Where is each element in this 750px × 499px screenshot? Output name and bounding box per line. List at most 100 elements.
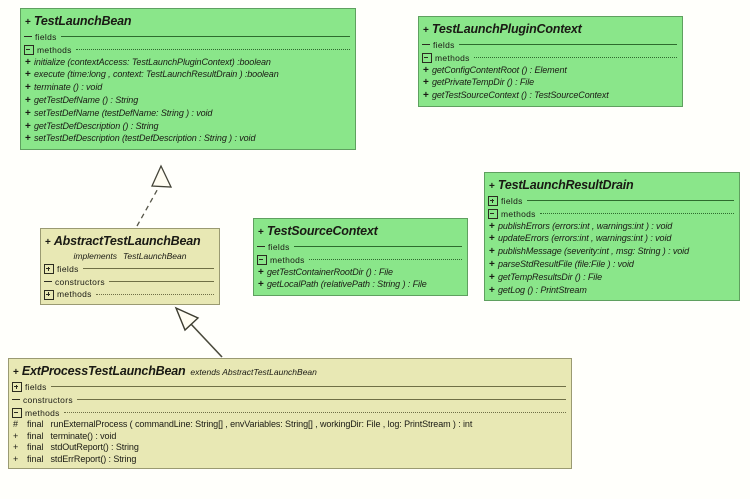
member-row[interactable]: +terminate () : void (21, 82, 355, 95)
section-methods[interactable]: methods (419, 52, 682, 65)
member-row[interactable]: +initialize (contextAccess: TestLaunchPl… (21, 57, 355, 70)
class-visibility: + (258, 227, 264, 238)
collapse-minus-icon[interactable] (24, 45, 34, 56)
section-fields[interactable]: fields (41, 263, 219, 276)
member-row[interactable]: +getTestDefName () : String (21, 95, 355, 108)
section-label-fields: fields (501, 195, 523, 206)
class-header: +TestLaunchBean (21, 11, 355, 31)
collapse-dash-icon[interactable] (24, 33, 32, 41)
section-rule (473, 57, 677, 59)
member-signature: getLocalPath (relativePath : String ) : … (267, 279, 427, 290)
class-name: TestLaunchResultDrain (497, 178, 634, 192)
section-fields[interactable]: fields (21, 31, 355, 44)
member-signature: getTestDefDescription () : String (34, 120, 159, 131)
section-fields[interactable]: fields (419, 39, 682, 52)
collapse-minus-icon[interactable] (12, 407, 22, 418)
expand-plus-icon[interactable] (44, 289, 54, 300)
member-signature: stdErrReport() : String (50, 453, 137, 464)
class-extends-label: extends AbstractTestLaunchBean (190, 367, 317, 377)
section-label-methods: methods (501, 208, 536, 219)
member-row[interactable]: +getLog () : PrintStream (485, 285, 739, 298)
member-row[interactable]: +getConfigContentRoot () : Element (419, 65, 682, 78)
class-name: TestSourceContext (266, 224, 378, 238)
expand-plus-icon[interactable] (44, 264, 54, 275)
section-methods[interactable]: methods (21, 44, 355, 57)
member-visibility: + (25, 120, 31, 132)
member-row[interactable]: +getTestDefDescription () : String (21, 121, 355, 134)
collapse-dash-icon[interactable] (257, 243, 265, 251)
member-row[interactable]: +execute (time:long , context: TestLaunc… (21, 69, 355, 82)
section-rule (293, 246, 462, 248)
collapse-minus-icon[interactable] (257, 255, 267, 266)
member-row[interactable]: +getLocalPath (relativePath : String ) :… (254, 279, 467, 292)
member-row[interactable]: +getTempResultsDir () : File (485, 272, 739, 285)
class-box-testlaunchbean[interactable]: +TestLaunchBean fields methods +initiali… (20, 8, 356, 151)
section-rule (82, 268, 214, 270)
section-label-fields: fields (35, 31, 57, 42)
section-label-constructors: constructors (55, 276, 105, 287)
member-signature: getTestSourceContext () : TestSourceCont… (432, 90, 609, 101)
section-label-fields: fields (57, 263, 79, 274)
member-row[interactable]: +parseStdResultFile (file:File ) : void (485, 259, 739, 272)
member-row[interactable]: +setTestDefName (testDefName: String ) :… (21, 108, 355, 121)
collapse-dash-icon[interactable] (44, 278, 52, 286)
class-box-testsourcecontext[interactable]: +TestSourceContext fields methods +getTe… (253, 218, 468, 297)
section-label-methods: methods (57, 289, 92, 300)
class-visibility: + (45, 237, 51, 248)
expand-plus-icon[interactable] (12, 382, 22, 393)
section-fields[interactable]: fields (485, 195, 739, 208)
member-row[interactable]: +publishMessage (severity:int , msg: Str… (485, 246, 739, 259)
class-visibility: + (25, 17, 31, 28)
member-visibility: + (423, 64, 429, 76)
expand-plus-icon[interactable] (488, 196, 498, 207)
member-visibility: # (13, 419, 19, 430)
member-modifier: final (27, 419, 44, 430)
class-box-testlaunchplugincontext[interactable]: +TestLaunchPluginContext fields methods … (418, 16, 683, 107)
member-visibility: + (13, 442, 19, 453)
collapse-minus-icon[interactable] (488, 209, 498, 220)
section-constructors[interactable]: constructors (9, 394, 571, 407)
member-row[interactable]: +setTestDefDescription (testDefDescripti… (21, 133, 355, 146)
section-fields[interactable]: fields (9, 381, 571, 394)
section-constructors[interactable]: constructors (41, 276, 219, 289)
section-rule (108, 280, 214, 283)
member-row[interactable]: +getTestContainerRootDir () : File (254, 267, 467, 280)
member-visibility: + (489, 258, 495, 270)
member-signature: getTestContainerRootDir () : File (267, 266, 393, 277)
member-visibility: + (25, 56, 31, 68)
section-rule (539, 213, 734, 215)
section-label-methods: methods (270, 254, 305, 265)
member-row[interactable]: +publishErrors (errors:int , warnings:in… (485, 221, 739, 234)
member-visibility: + (489, 271, 495, 283)
class-header: +TestSourceContext (254, 221, 467, 241)
section-fields[interactable]: fields (254, 241, 467, 254)
section-methods[interactable]: methods (485, 208, 739, 221)
class-header: +AbstractTestLaunchBean (41, 231, 219, 251)
collapse-dash-icon[interactable] (12, 396, 20, 404)
class-name: TestLaunchPluginContext (431, 22, 582, 36)
collapse-minus-icon[interactable] (422, 53, 432, 64)
member-row[interactable]: +getPrivateTempDir () : File (419, 77, 682, 90)
implements-keyword: implements (73, 250, 117, 261)
member-signature: getConfigContentRoot () : Element (432, 64, 567, 75)
section-methods[interactable]: methods (41, 288, 219, 301)
section-methods[interactable]: methods (9, 407, 571, 420)
class-header: +TestLaunchResultDrain (485, 175, 739, 195)
section-methods[interactable]: methods (254, 254, 467, 267)
class-box-testlaunchresultdrain[interactable]: +TestLaunchResultDrain fields methods +p… (484, 172, 740, 302)
member-signature: getTempResultsDir () : File (498, 271, 602, 282)
member-row[interactable]: +updateErrors (errors:int , warnings:int… (485, 233, 739, 246)
member-row[interactable]: +getTestSourceContext () : TestSourceCon… (419, 90, 682, 103)
section-rule (75, 49, 350, 51)
member-visibility: + (489, 233, 495, 245)
member-signature: publishErrors (errors:int , warnings:int… (498, 220, 673, 231)
member-visibility: + (489, 220, 495, 232)
collapse-dash-icon[interactable] (422, 41, 430, 49)
